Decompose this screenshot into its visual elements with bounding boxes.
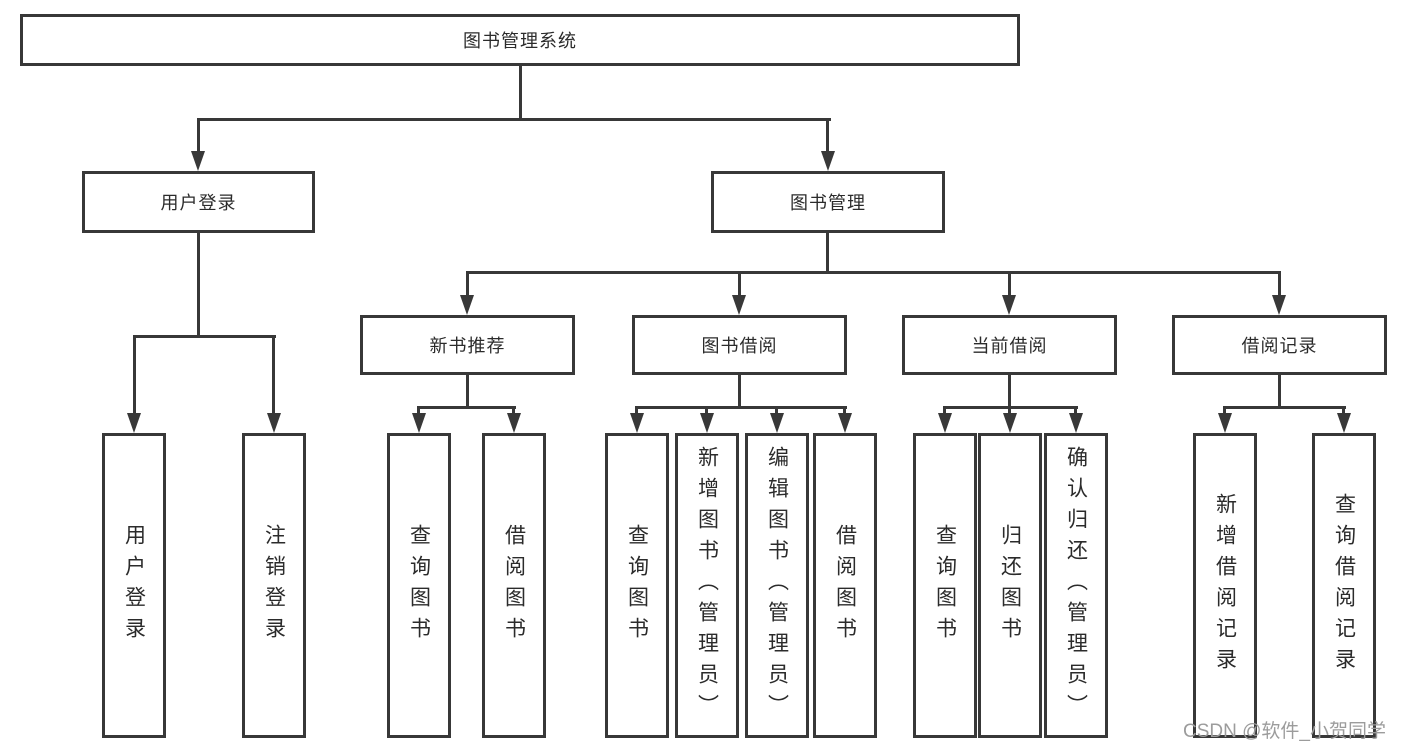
connector-line [775,406,778,415]
node-label: 借阅图书 [833,523,857,648]
connector-line [272,335,275,413]
connector-line [1278,375,1281,408]
node-label: 新增借阅记录 [1213,492,1237,679]
arrow-down-icon [1337,413,1351,433]
node-borrow-records: 借阅记录 [1172,315,1387,375]
node-book-management-system: 图书管理系统 [20,14,1020,66]
arrow-down-icon [127,413,141,433]
connector-line [635,406,847,409]
connector-line [417,406,420,415]
node-label: 图书管理系统 [463,31,577,51]
leaf-user-login: 用户登录 [102,433,166,738]
connector-line [705,406,708,415]
arrow-down-icon [412,413,426,433]
connector-line [826,118,829,152]
connector-line [466,375,469,408]
connector-line [1008,406,1011,415]
node-label: 借阅图书 [502,523,526,648]
connector-line [1223,406,1346,409]
connector-line [943,406,946,415]
arrow-down-icon [1069,413,1083,433]
node-label: 新书推荐 [429,336,506,356]
connector-line [197,118,831,121]
connector-line [1278,271,1281,295]
node-label: 图书借阅 [701,336,778,356]
leaf-confirm-return-admin: 确认归还（管理员） [1044,433,1108,738]
arrow-down-icon [821,151,835,171]
arrow-down-icon [770,413,784,433]
node-book-management: 图书管理 [711,171,945,233]
node-label: 编辑图书（管理员） [765,446,789,725]
connector-line [417,406,516,409]
node-new-book-recommend: 新书推荐 [360,315,575,375]
leaf-query-books-borrow: 查询图书 [605,433,669,738]
arrow-down-icon [267,413,281,433]
node-label: 查询借阅记录 [1332,492,1356,679]
connector-line [197,233,200,337]
connector-line [197,118,200,152]
arrow-down-icon [1218,413,1232,433]
leaf-borrow-books-recommend: 借阅图书 [482,433,546,738]
connector-line [738,271,741,295]
connector-line [826,233,829,273]
arrow-down-icon [460,295,474,315]
connector-line [1008,271,1011,295]
arrow-down-icon [938,413,952,433]
arrow-down-icon [1002,295,1016,315]
connector-line [519,64,522,120]
connector-line [133,335,136,413]
node-label: 当前借阅 [971,336,1048,356]
connector-line [1074,406,1077,415]
arrow-down-icon [630,413,644,433]
connector-line [843,406,846,415]
connector-line [512,406,515,415]
connector-line [1223,406,1226,415]
node-current-borrow: 当前借阅 [902,315,1117,375]
node-label: 图书管理 [790,193,866,213]
leaf-query-borrow-record: 查询借阅记录 [1312,433,1376,738]
connector-line [738,375,741,408]
connector-line [1008,375,1011,408]
arrow-down-icon [1272,295,1286,315]
arrow-down-icon [191,151,205,171]
node-label: 确认归还（管理员） [1064,446,1088,725]
arrow-down-icon [732,295,746,315]
node-label: 归还图书 [998,523,1022,648]
leaf-add-books-admin: 新增图书（管理员） [675,433,739,738]
node-label: 借阅记录 [1241,336,1318,356]
csdn-watermark: CSDN @软件_小贺同学 [1183,721,1386,742]
arrow-down-icon [507,413,521,433]
node-label: 用户登录 [160,193,237,213]
connector-line [1342,406,1345,415]
node-user-login: 用户登录 [82,171,315,233]
arrow-down-icon [1003,413,1017,433]
node-label: 注销登录 [262,523,286,648]
leaf-query-books-current: 查询图书 [913,433,977,738]
node-label: 查询图书 [625,523,649,648]
connector-line [635,406,638,415]
leaf-query-books-recommend: 查询图书 [387,433,451,738]
leaf-logout: 注销登录 [242,433,306,738]
leaf-add-borrow-record: 新增借阅记录 [1193,433,1257,738]
connector-line [466,271,469,295]
node-label: 查询图书 [407,523,431,648]
leaf-return-books: 归还图书 [978,433,1042,738]
arrow-down-icon [838,413,852,433]
connector-line [466,271,1281,274]
leaf-edit-books-admin: 编辑图书（管理员） [745,433,809,738]
connector-line [133,335,276,338]
leaf-borrow-books: 借阅图书 [813,433,877,738]
node-label: 用户登录 [122,523,146,648]
node-label: 新增图书（管理员） [695,446,719,725]
node-book-borrow: 图书借阅 [632,315,847,375]
node-label: 查询图书 [933,523,957,648]
arrow-down-icon [700,413,714,433]
